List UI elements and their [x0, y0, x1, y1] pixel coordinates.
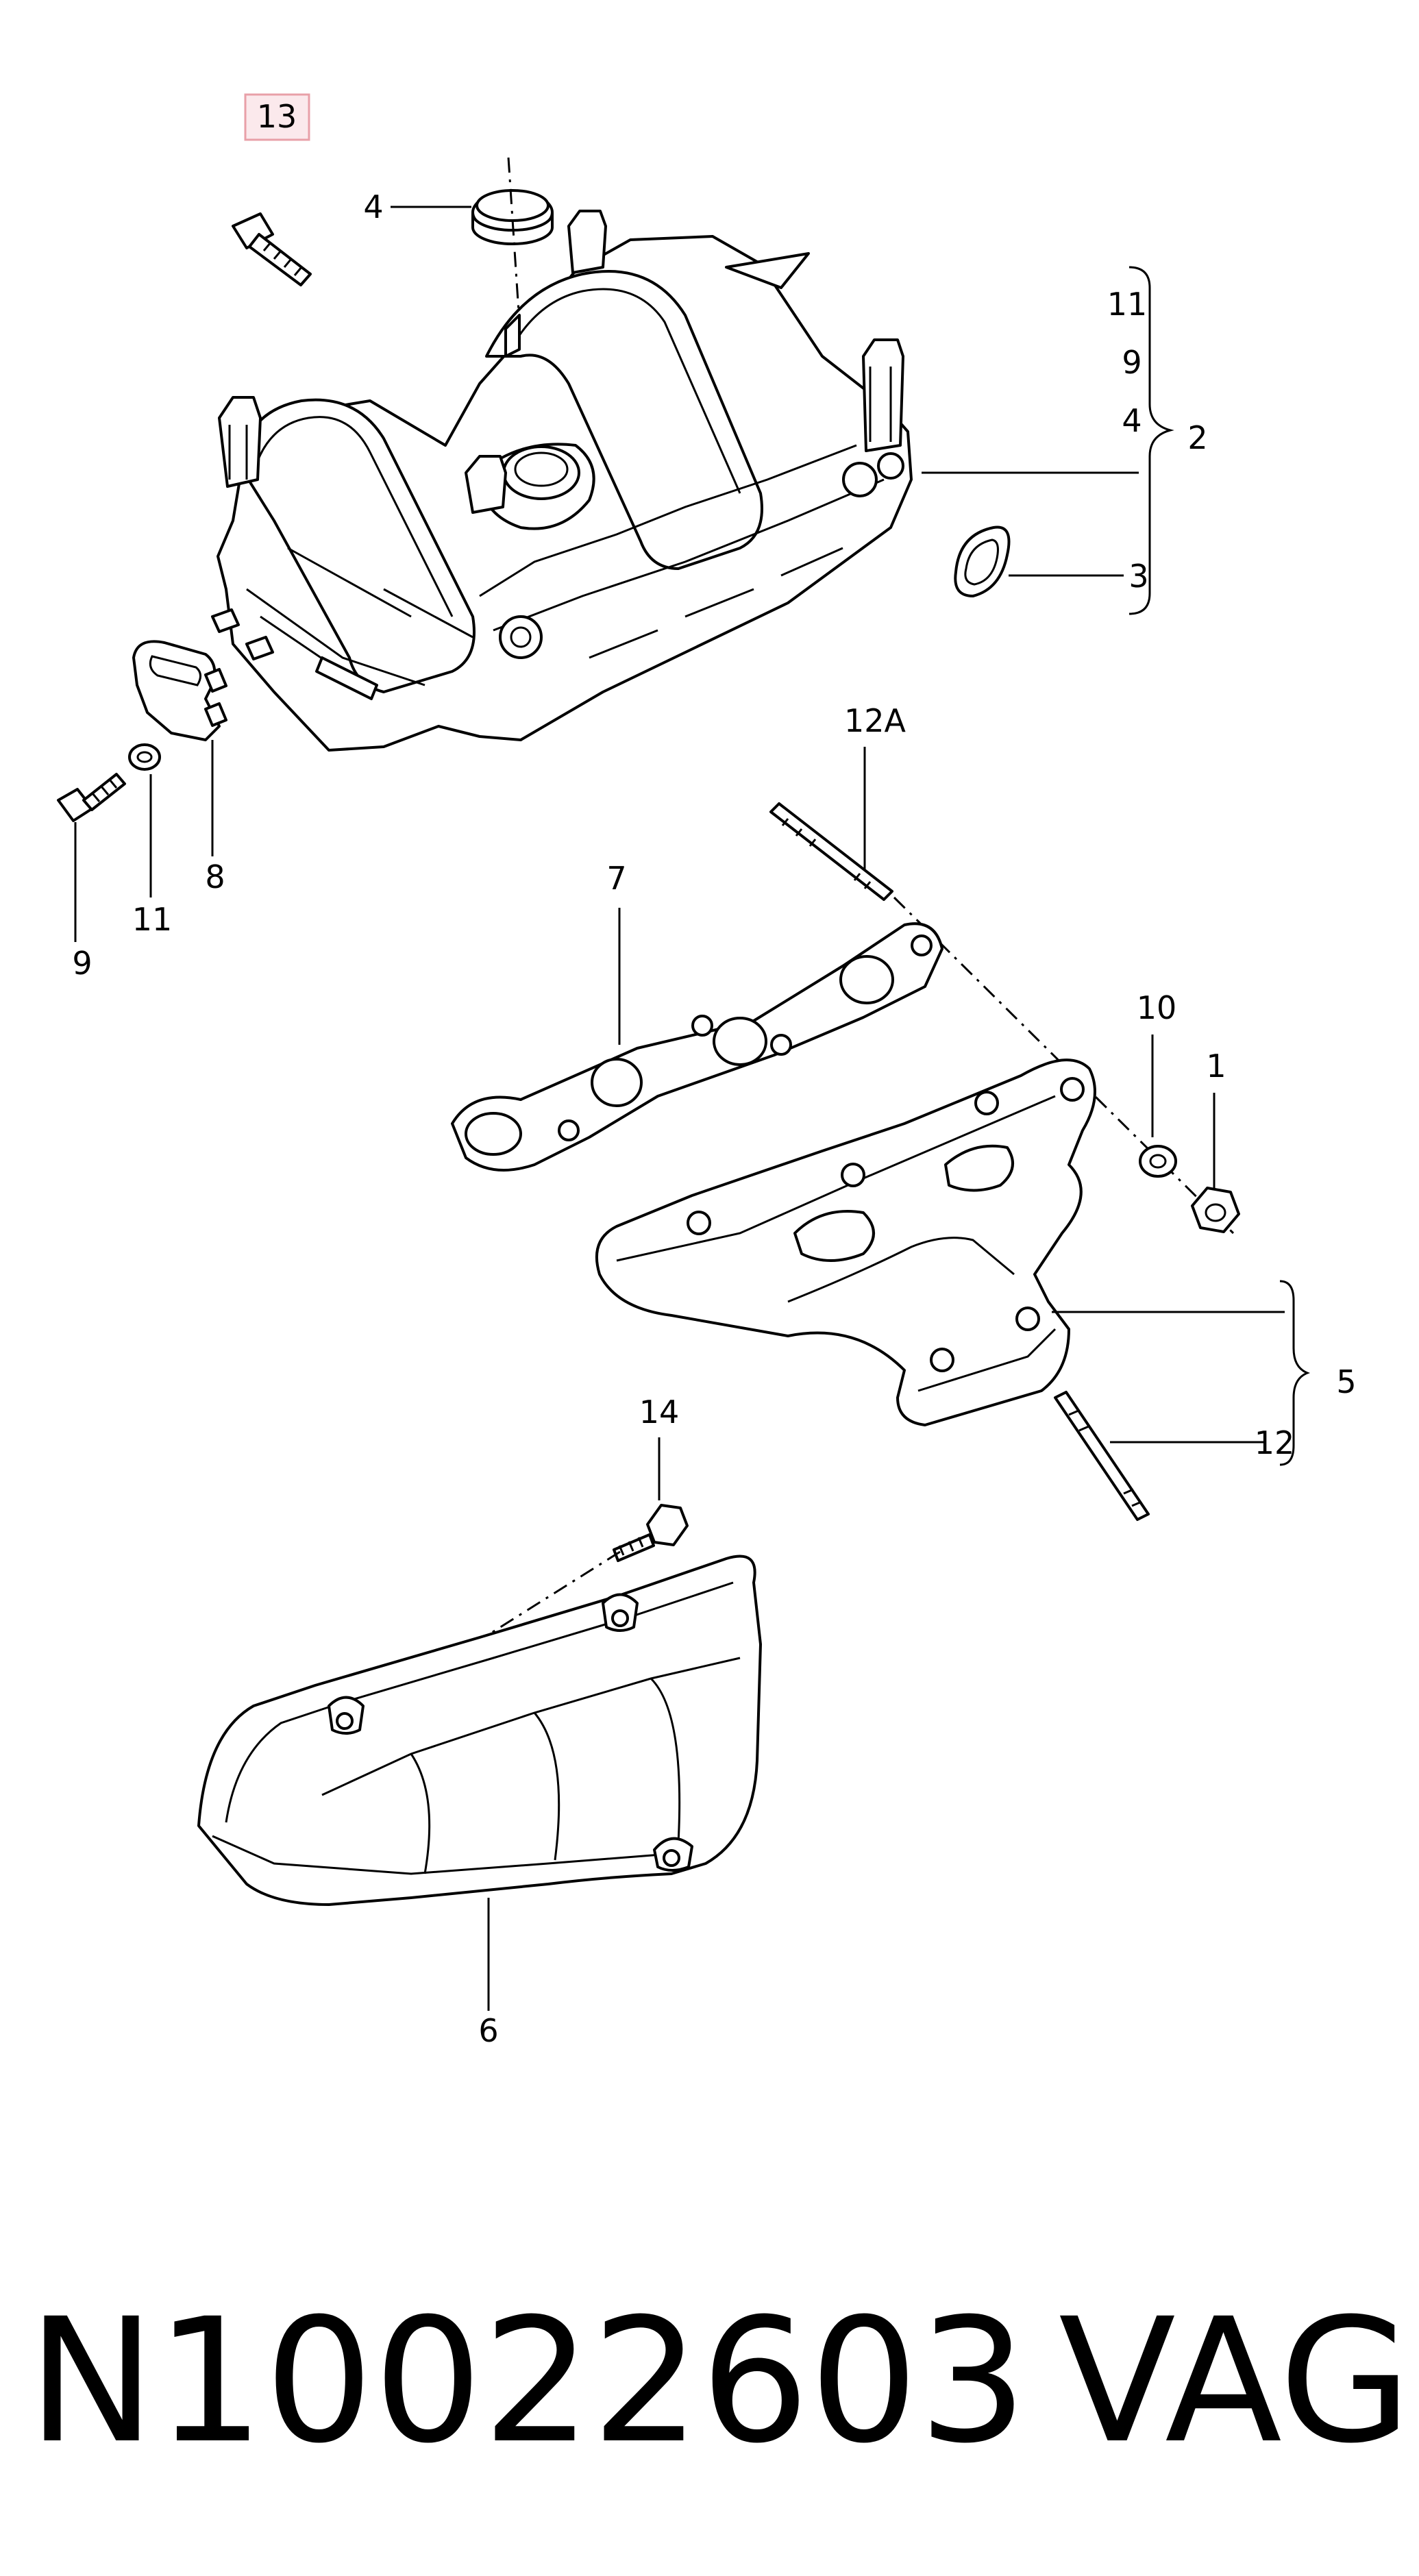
callout-4-top: 4	[363, 188, 383, 225]
exhaust-manifold-5	[595, 1058, 1096, 1426]
bolt-14	[613, 1504, 689, 1562]
intake-manifold-2	[211, 210, 913, 752]
callout-5: 5	[1336, 1363, 1356, 1400]
footer-caption: N10022603 VAG	[27, 2281, 1411, 2487]
callout-12A: 12A	[844, 702, 906, 739]
exhaust-gasket-7	[451, 922, 943, 1172]
group-bracket-2	[1128, 266, 1174, 615]
callout-1: 1	[1206, 1048, 1226, 1085]
callout-2: 2	[1187, 419, 1207, 456]
brand-name: VAG	[1059, 2281, 1412, 2481]
stud-12A	[769, 802, 893, 901]
washer-10	[1139, 1145, 1177, 1178]
callout-8: 8	[205, 858, 225, 895]
callout-12: 12	[1255, 1424, 1295, 1461]
callout-14: 14	[639, 1394, 680, 1431]
part-number: N10022603	[27, 2281, 1028, 2481]
callout-13: 13	[257, 98, 297, 135]
callout-2-list-item-4: 4	[1122, 402, 1142, 439]
washer-11	[128, 743, 161, 771]
callout-3: 3	[1128, 558, 1148, 595]
callout-13-highlight-box	[244, 93, 310, 141]
callout-10: 10	[1137, 989, 1177, 1026]
stud-12	[1054, 1391, 1150, 1521]
callout-6: 6	[478, 2012, 498, 2049]
screw-9	[57, 773, 126, 822]
gasket-3	[954, 525, 1011, 597]
callout-9: 9	[72, 945, 92, 982]
seal-ring-4	[471, 189, 554, 245]
bolt-13	[232, 212, 312, 286]
group-bracket-5	[1279, 1280, 1311, 1466]
sensor-8	[132, 640, 227, 741]
callout-11: 11	[132, 901, 173, 938]
nut-1	[1191, 1187, 1240, 1233]
callout-2-list-item-11: 11	[1107, 286, 1148, 323]
heat-shield-6	[197, 1555, 762, 1906]
callout-2-list-item-9: 9	[1122, 344, 1142, 381]
callout-7: 7	[606, 860, 626, 897]
